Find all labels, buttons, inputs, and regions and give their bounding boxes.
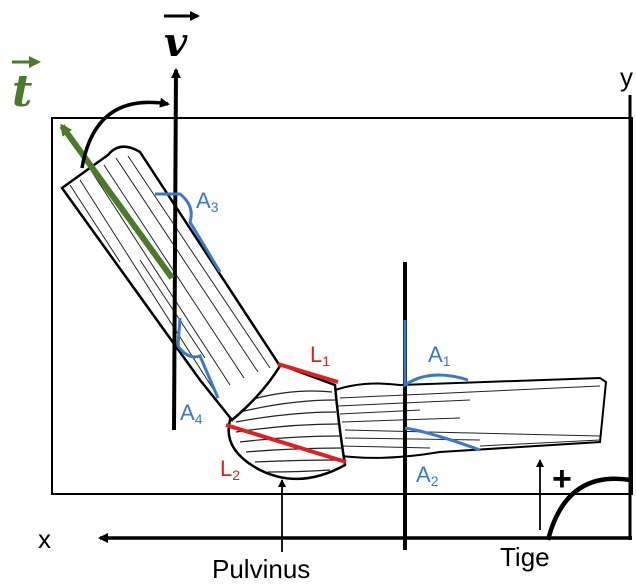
length-line-1 <box>277 362 339 384</box>
length-label-2: L2 <box>220 456 240 483</box>
pulvinus-label: Pulvinus <box>212 554 310 583</box>
stem-drawing <box>328 376 608 459</box>
top-rotation-arrow <box>80 97 170 169</box>
tangent-vector <box>59 123 175 280</box>
frame-box <box>51 117 633 495</box>
leaf-vertical-line <box>170 68 181 431</box>
vector-t-label: t <box>12 56 41 117</box>
y-axis-label: y <box>620 62 633 92</box>
angle-label-1: A1 <box>428 342 451 369</box>
angle-label-3: A3 <box>196 188 219 215</box>
angle-label-2: A2 <box>416 462 439 489</box>
length-label-1: L1 <box>310 342 330 369</box>
stem-label: Tige <box>500 542 550 572</box>
rotation-sign: + <box>552 460 572 498</box>
vector-v-label: v <box>164 11 200 66</box>
leaf-drawing <box>60 145 282 422</box>
length-line-2 <box>225 423 347 464</box>
angle-label-4: A4 <box>180 400 203 427</box>
bottom-rotation-arc <box>545 476 631 541</box>
svg-text:v: v <box>164 19 188 66</box>
x-axis-label: x <box>38 524 51 554</box>
svg-text:t: t <box>12 66 32 117</box>
angle-arcs <box>155 192 481 452</box>
